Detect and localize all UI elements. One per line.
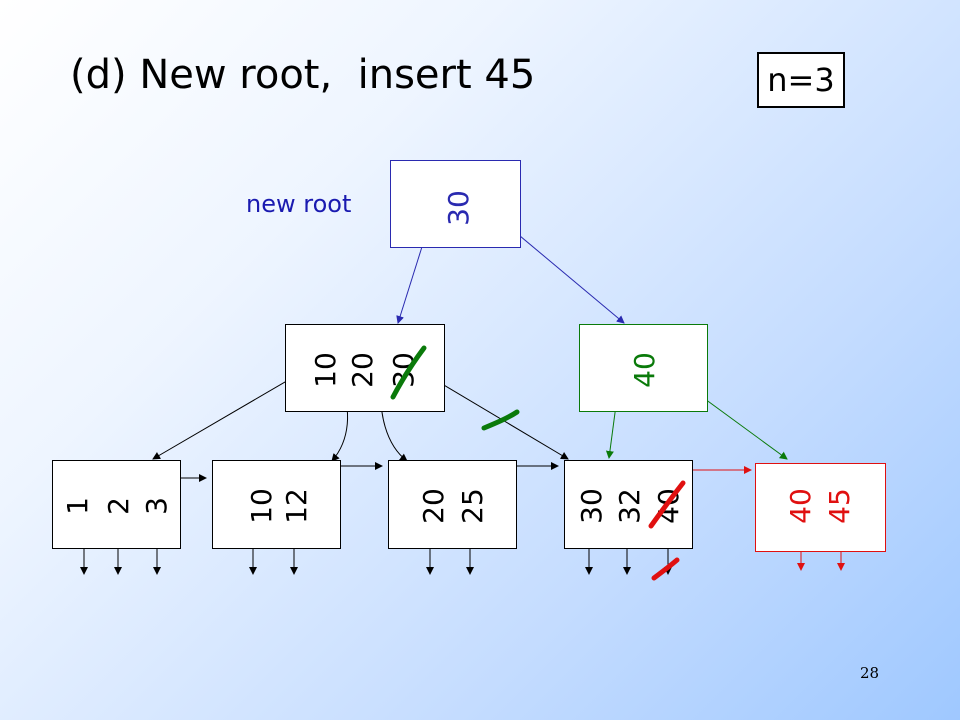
slide-title: (d) New root, insert 45 [70,52,536,98]
leaf-node-1: 1 2 3 [52,460,181,549]
internal-node-right: 40 [579,324,708,412]
green-strike-key-30 [390,345,427,400]
root-node: 30 [390,160,521,248]
leaf-node-4: 30 32 40 [564,460,693,549]
order-label-box: n=3 [757,52,845,108]
leaf-node-5-new: 40 45 [755,463,886,552]
internal-node-left: 10 20 30 [285,324,445,412]
internal-pointer-leaf1 [152,367,310,460]
red-strike-key-40 [648,480,686,529]
green-strike-pointer [481,409,520,431]
red-strike-pointer [651,557,680,581]
page-number: 28 [860,664,880,682]
internal-pointer-leaf4 [426,374,569,460]
new-root-label: new root [246,190,352,218]
leaf-node-3: 20 25 [388,460,517,549]
leaf-node-2: 10 12 [212,460,341,549]
